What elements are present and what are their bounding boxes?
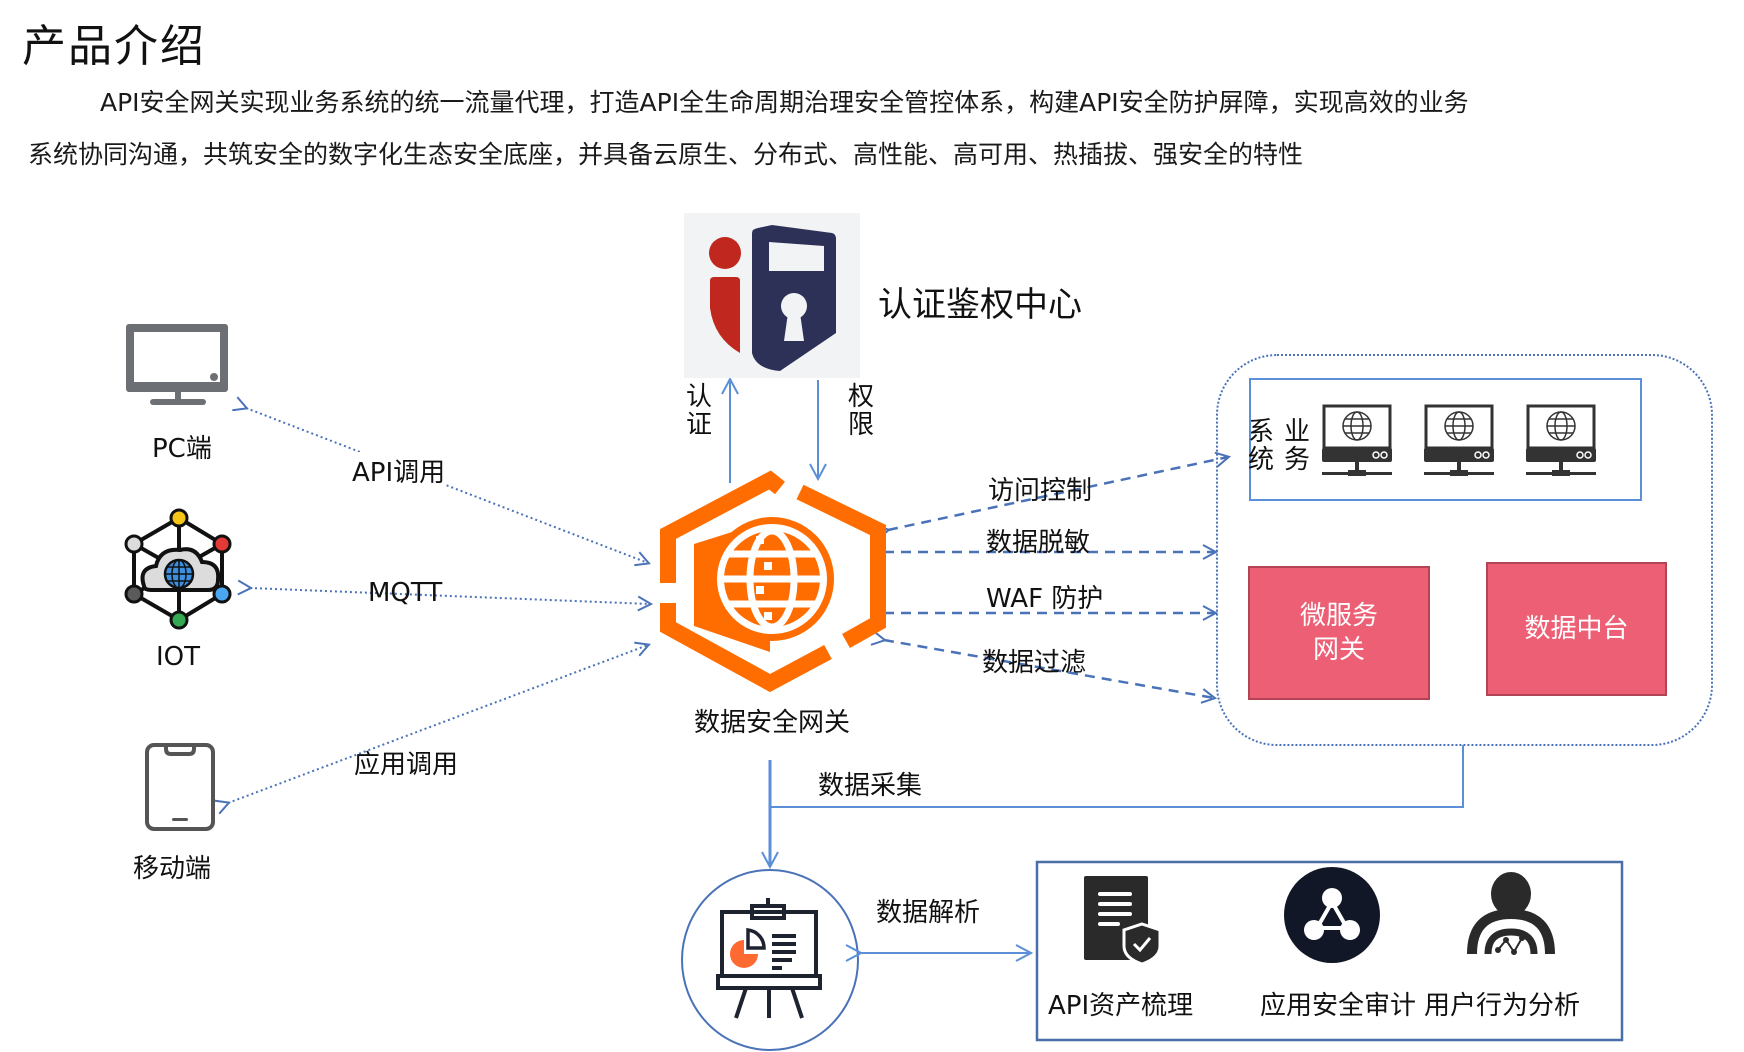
web-server-icon <box>1526 404 1596 476</box>
web-server-icon <box>1424 404 1494 476</box>
gateway-node <box>660 466 886 696</box>
data-parsing-label: 数据解析 <box>876 898 981 928</box>
auth-center-logo <box>684 213 860 378</box>
client-iot <box>114 508 244 650</box>
intro-paragraph-line-2: 系统协同沟通，共筑安全的数字化生态安全底座，并具备云原生、分布式、高性能、高可用… <box>28 140 1304 169</box>
capability-label-user-behavior: 用户行为分析 <box>1424 991 1581 1021</box>
microservice-gateway-label: 微服务网关 <box>1300 599 1378 667</box>
business-system-box <box>1249 378 1642 501</box>
business-label-col-2: 业务 <box>1282 418 1312 474</box>
microservice-gateway-box: 微服务网关 <box>1248 566 1430 700</box>
connector-pc-gateway <box>246 408 648 563</box>
function-label-data-masking: 数据脱敏 <box>986 528 1091 558</box>
smartphone-icon <box>145 743 215 831</box>
business-system-label: 系统 业务 <box>1246 418 1312 474</box>
backend-container <box>1216 354 1713 746</box>
function-label-data-filter: 数据过滤 <box>982 648 1087 678</box>
client-mobile-label: 移动端 <box>133 854 212 884</box>
business-servers <box>1322 404 1596 480</box>
network-nodes-icon <box>1284 867 1380 963</box>
data-platform-label: 数据中台 <box>1524 614 1629 644</box>
capabilities-box <box>1035 860 1624 1042</box>
connector-access-control <box>888 457 1228 530</box>
auth-up-char-2: 证 <box>685 410 712 440</box>
auth-down-label: 权限 <box>846 383 876 439</box>
business-char: 统 <box>1247 445 1274 475</box>
client-pc-label: PC端 <box>152 434 212 464</box>
presentation-board-icon <box>716 898 822 1019</box>
connection-label-mqtt: MQTT <box>368 578 443 608</box>
function-label-access-control: 访问控制 <box>988 476 1093 506</box>
auth-center-label: 认证鉴权中心 <box>878 285 1082 325</box>
client-pc <box>124 322 230 412</box>
hexagon-globe-icon <box>660 470 886 693</box>
capability-label-api-asset: API资产梳理 <box>1048 991 1194 1021</box>
microservice-line-2: 网关 <box>1312 635 1365 665</box>
auth-down-char-2: 限 <box>847 410 874 440</box>
connection-label-app-call: 应用调用 <box>354 750 459 780</box>
intro-text-1: API安全网关实现业务系统的统一流量代理，打造API全生命周期治理安全管控体系，… <box>100 88 1469 117</box>
data-collection-label: 数据采集 <box>818 771 923 801</box>
capability-label-app-audit: 应用安全审计 <box>1260 991 1417 1021</box>
document-shield-icon <box>1084 876 1162 966</box>
monitor-icon <box>126 324 228 405</box>
business-char: 系 <box>1247 417 1274 447</box>
business-label-col-1: 系统 <box>1246 418 1276 474</box>
function-label-waf: WAF 防护 <box>986 584 1104 614</box>
user-analytics-icon <box>1467 872 1555 955</box>
intro-paragraph-line-1: API安全网关实现业务系统的统一流量代理，打造API全生命周期治理安全管控体系，… <box>28 77 1728 129</box>
client-mobile <box>144 742 216 836</box>
microservice-line-1: 微服务 <box>1299 601 1378 631</box>
page-title: 产品介绍 <box>22 21 206 72</box>
keyhole-shield-icon <box>709 225 836 371</box>
capability-user-behavior <box>1466 870 1556 964</box>
auth-down-char-1: 权 <box>847 382 874 412</box>
gateway-label: 数据安全网关 <box>694 708 851 738</box>
analysis-node <box>716 896 826 1024</box>
connector-data-collection <box>770 745 1464 808</box>
capability-api-asset <box>1082 874 1162 968</box>
auth-up-label: 认证 <box>684 383 714 439</box>
connection-label-api-call: API调用 <box>352 452 446 489</box>
iot-cloud-network-icon <box>124 508 232 630</box>
client-iot-label: IOT <box>156 642 201 672</box>
capability-app-audit <box>1283 866 1381 968</box>
business-char: 业 <box>1283 417 1310 447</box>
business-char: 务 <box>1283 445 1310 475</box>
web-server-icon <box>1322 404 1392 476</box>
data-platform-box: 数据中台 <box>1486 562 1667 696</box>
connector-iot-gateway <box>250 588 650 604</box>
auth-up-char-1: 认 <box>685 382 712 412</box>
connector-data-filter <box>884 640 1214 698</box>
